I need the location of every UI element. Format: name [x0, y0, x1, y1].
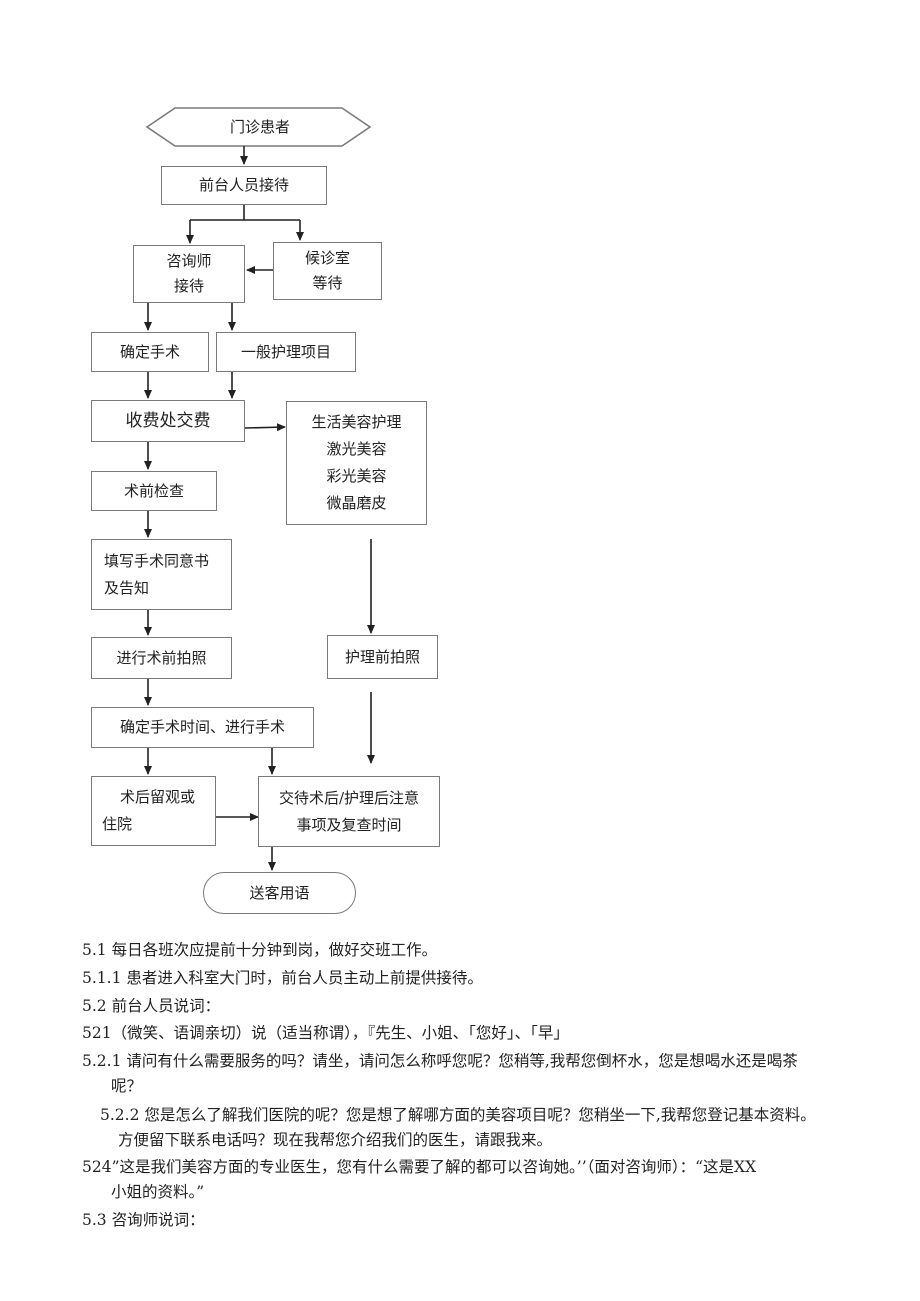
consent-form-label-line2: 及告知	[104, 578, 150, 597]
reception-node: 前台人员接待	[161, 166, 327, 205]
schedule-surgery-node: 确定手术时间、进行手术	[91, 707, 314, 748]
paragraph-521: 521（微笑、语调亲切）说（适当称谓），『先生、小姐、「您好」、「早」	[82, 1024, 569, 1042]
arrow-cashier-to-beauty-care	[244, 423, 286, 432]
aftercare-notes-label-line1: 交待术后/护理后注意	[278, 788, 420, 807]
paragraph-5-3: 5.3 咨询师说词：	[82, 1211, 205, 1229]
paragraph-524-cont: 小姐的资料。”	[111, 1183, 205, 1201]
start-node-shape	[145, 107, 372, 147]
cashier-node: 收费处交费	[91, 400, 245, 442]
consultant-node: 咨询师 接待	[133, 245, 245, 303]
paragraph-5-1: 5.1 每日各班次应提前十分钟到岗，做好交班工作。	[82, 941, 438, 959]
start-label: 门诊患者	[229, 117, 290, 136]
beauty-care-item-3: 彩光美容	[326, 467, 387, 485]
farewell-node: 送客用语	[203, 872, 356, 914]
aftercare-notes-label-line2: 事项及复查时间	[296, 815, 402, 834]
waiting-room-label-line2: 等待	[312, 274, 343, 292]
schedule-surgery-label: 确定手术时间、进行手术	[119, 718, 285, 736]
aftercare-notes-node: 交待术后/护理后注意 事项及复查时间	[258, 776, 440, 847]
consultant-label-line1: 咨询师	[166, 252, 212, 270]
pre-care-photo-label: 护理前拍照	[344, 647, 420, 666]
reception-label: 前台人员接待	[198, 176, 289, 194]
paragraph-5-2-1: 5.2.1 请问有什么需要服务的吗？请坐，请问怎么称呼您呢？您稍等,我帮您倒杯水…	[82, 1052, 798, 1070]
general-care-label: 一般护理项目	[240, 342, 331, 361]
waiting-room-node: 候诊室 等待	[273, 242, 382, 300]
general-care-node: 一般护理项目	[216, 332, 356, 372]
pre-op-check-label: 术前检查	[123, 481, 184, 500]
paragraph-524: 524”这是我们美容方面的专业医生，您有什么需要了解的都可以咨询她。’’（面对咨…	[82, 1158, 757, 1176]
pre-care-photo-node: 护理前拍照	[327, 635, 438, 679]
paragraph-5-1-1: 5.1.1 患者进入科室大门时，前台人员主动上前提供接待。	[82, 969, 483, 987]
post-op-stay-node: 术后留观或 住院	[91, 776, 216, 846]
pre-op-photo-node: 进行术前拍照	[91, 637, 232, 679]
beauty-care-item-4: 微晶磨皮	[326, 494, 387, 512]
consultant-label-line2: 接待	[173, 277, 204, 295]
paragraph-5-2-2: 5.2.2 您是怎么了解我们医院的呢？您是想了解哪方面的美容项目呢？您稍坐一下,…	[100, 1106, 816, 1124]
beauty-care-node: 生活美容护理 激光美容 彩光美容 微晶磨皮	[286, 401, 427, 525]
flowchart: 门诊患者 前台人员接待 咨询师 接待 候诊室 等待 确定手术 一般护理项目 收费…	[91, 107, 440, 914]
consent-form-node: 填写手术同意书 及告知	[91, 539, 232, 610]
beauty-care-item-1: 生活美容护理	[311, 413, 402, 431]
consent-form-label-line1: 填写手术同意书	[104, 551, 210, 570]
waiting-room-label-line1: 候诊室	[304, 249, 350, 267]
paragraph-5-2: 5.2 前台人员说词：	[82, 997, 221, 1015]
confirm-surgery-node: 确定手术	[91, 332, 209, 372]
post-op-stay-label-line2: 住院	[102, 815, 133, 833]
pre-op-photo-label: 进行术前拍照	[116, 648, 207, 667]
confirm-surgery-label: 确定手术	[119, 342, 180, 361]
flowchart-connectors	[144, 107, 375, 871]
start-node: 门诊患者	[170, 110, 350, 144]
paragraph-5-2-2-cont: 方便留下联系电话吗？现在我帮您介绍我们的医生，请跟我来。	[118, 1131, 553, 1149]
beauty-care-item-2: 激光美容	[326, 440, 387, 458]
post-op-stay-label-line1: 术后留观或	[120, 788, 196, 806]
pre-op-check-node: 术前检查	[91, 471, 217, 511]
cashier-label: 收费处交费	[125, 410, 211, 431]
paragraph-5-2-1-cont: 呢？	[111, 1077, 143, 1095]
farewell-label: 送客用语	[249, 883, 310, 902]
